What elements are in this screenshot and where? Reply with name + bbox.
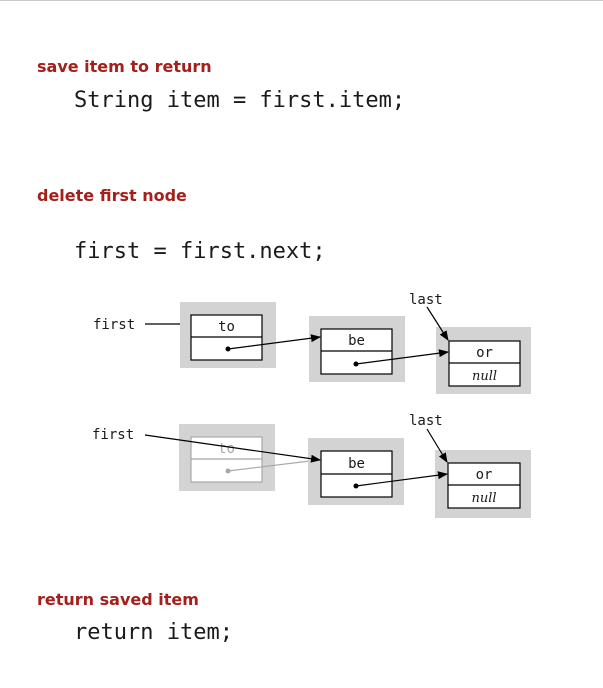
link-arrow [355, 349, 449, 365]
node-or: or null [435, 450, 531, 518]
diagram-top: first to be or null last [93, 292, 531, 394]
code-delete-first: first = first.next; [74, 239, 326, 264]
first-pointer-arrow [144, 434, 321, 463]
node-be: be [308, 438, 404, 505]
node-item: to [218, 441, 235, 457]
node-item: or [476, 467, 493, 483]
node-to: to [180, 302, 276, 368]
last-label: last [409, 292, 443, 308]
node-to-removed: to [179, 424, 275, 491]
removed-link-arrow [227, 457, 319, 472]
last-label: last [409, 413, 443, 429]
heading-return-saved: return saved item [37, 590, 199, 609]
last-pointer-arrow [426, 306, 449, 341]
null-label: null [471, 491, 496, 506]
link-arrow [227, 334, 321, 350]
null-label: null [472, 369, 497, 384]
node-item: be [348, 333, 365, 349]
node-item: be [348, 456, 365, 472]
top-divider [0, 0, 603, 1]
node-be: be [309, 316, 405, 382]
first-label: first [92, 427, 134, 443]
code-save-item: String item = first.item; [74, 88, 406, 113]
heading-save-item: save item to return [37, 57, 212, 76]
node-item: to [218, 319, 235, 335]
link-arrow [355, 471, 448, 487]
heading-delete-first: delete first node [37, 186, 187, 205]
node-or: or null [436, 327, 531, 394]
code-return-item: return item; [74, 620, 233, 645]
last-pointer-arrow [426, 428, 448, 463]
node-item: or [476, 345, 493, 361]
first-label: first [93, 317, 135, 333]
diagram-bottom: to be or null first last [92, 413, 531, 518]
